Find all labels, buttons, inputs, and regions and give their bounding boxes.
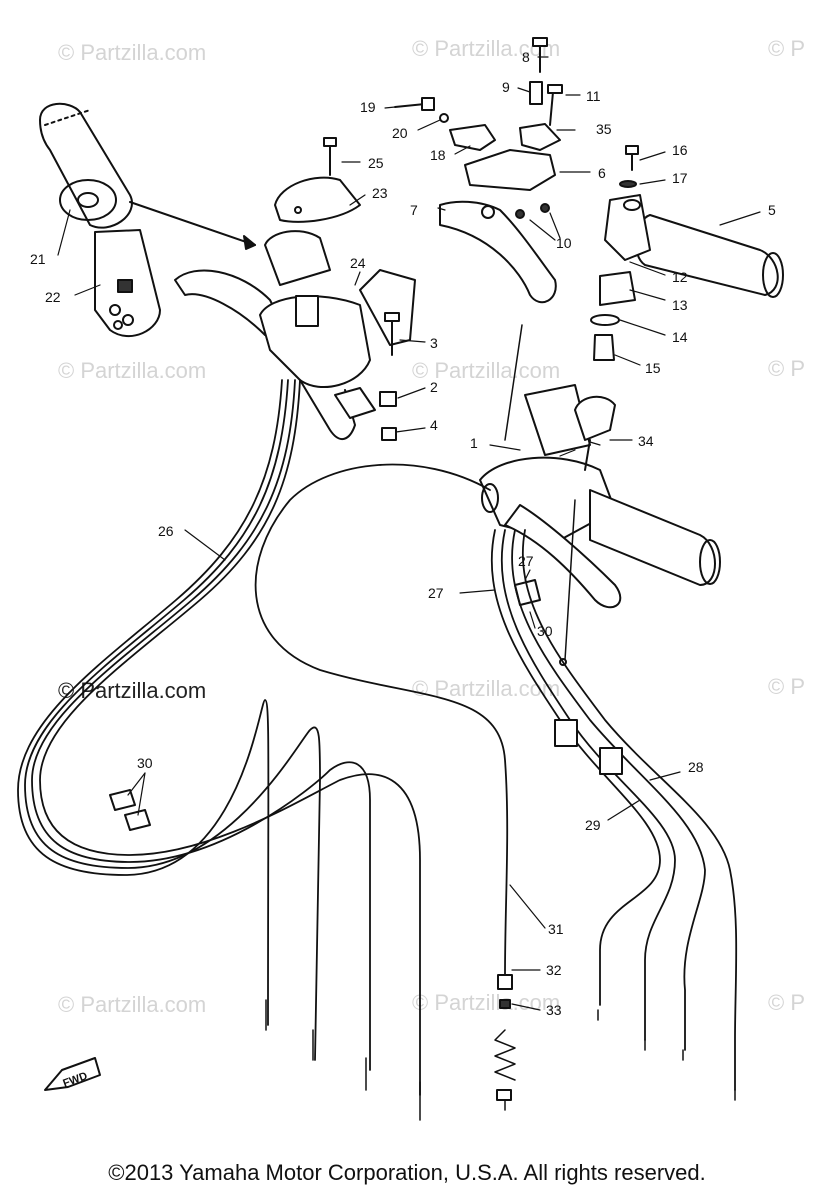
brake-lever	[439, 200, 557, 304]
callout-34: 34	[638, 433, 654, 449]
callout-17: 17	[672, 170, 688, 186]
callout-21: 21	[30, 251, 46, 267]
left-grip	[39, 102, 133, 229]
callout-9: 9	[502, 79, 510, 95]
callout-30: 30	[537, 623, 553, 639]
watermark: © Partzilla.com	[412, 990, 560, 1015]
clutch-lever	[504, 504, 622, 609]
callout-1: 1	[470, 435, 478, 451]
callout-35: 35	[596, 121, 612, 137]
cable	[490, 529, 738, 1091]
callout-13: 13	[672, 297, 688, 313]
right-lower-assembly	[479, 384, 721, 609]
watermark: © Partzilla.com	[412, 358, 560, 383]
callout-15: 15	[645, 360, 661, 376]
callout-7: 7	[410, 202, 418, 218]
watermark: © Partzilla.com	[58, 358, 206, 383]
callout-28: 28	[688, 759, 704, 775]
callout-31: 31	[548, 921, 564, 937]
callout-16: 16	[672, 142, 688, 158]
callout-12: 12	[672, 269, 688, 285]
throttle-housing	[604, 194, 651, 261]
watermark: © P	[768, 674, 805, 699]
callout-14: 14	[672, 329, 688, 345]
callout-11: 11	[586, 88, 601, 104]
callout-22: 22	[45, 289, 61, 305]
watermark: © P	[768, 36, 805, 61]
cable	[17, 379, 421, 1096]
callout-27b: 27	[518, 553, 534, 569]
callout-33: 33	[546, 1002, 562, 1018]
watermark: © Partzilla.com	[58, 992, 206, 1017]
callouts: 1 2 3 4 5 6 7 8 9 10 11 12 13 14 15 16 1…	[30, 49, 776, 1018]
callout-27: 27	[428, 585, 444, 601]
callout-18: 18	[430, 147, 446, 163]
cable-ends	[265, 999, 736, 1121]
right-grip	[634, 214, 784, 298]
callout-29: 29	[585, 817, 601, 833]
nut	[379, 391, 397, 407]
callout-23: 23	[372, 185, 388, 201]
callout-20: 20	[392, 125, 408, 141]
callout-8: 8	[522, 49, 530, 65]
callout-10: 10	[556, 235, 572, 251]
watermark: © Partzilla.com	[412, 676, 560, 701]
choke-knob	[574, 395, 616, 441]
callout-3: 3	[430, 335, 438, 351]
cable	[254, 463, 509, 976]
copyright-notice: ©2013 Yamaha Motor Corporation, U.S.A. A…	[108, 1160, 706, 1185]
callout-19: 19	[360, 99, 376, 115]
callout-32: 32	[546, 962, 562, 978]
fwd-arrow-icon	[44, 1057, 101, 1091]
callout-24: 24	[350, 255, 366, 271]
arrow-line	[129, 201, 256, 246]
callout-25: 25	[368, 155, 384, 171]
watermark: © P	[768, 356, 805, 381]
watermark: © Partzilla.com	[58, 40, 206, 65]
callout-26: 26	[158, 523, 174, 539]
watermark: © Partzilla.com	[58, 678, 206, 703]
left-switch-housing	[174, 176, 416, 440]
callout-4: 4	[430, 417, 438, 433]
parts-diagram: © Partzilla.com © Partzilla.com © P © Pa…	[17, 36, 805, 1121]
watermark: © P	[768, 990, 805, 1015]
callout-2: 2	[430, 379, 438, 395]
lever-holder	[439, 123, 561, 304]
callout-30b: 30	[137, 755, 153, 771]
leader-lines	[57, 56, 761, 1011]
callout-5: 5	[768, 202, 776, 218]
throttle-sleeve	[94, 229, 161, 337]
callout-6: 6	[598, 165, 606, 181]
